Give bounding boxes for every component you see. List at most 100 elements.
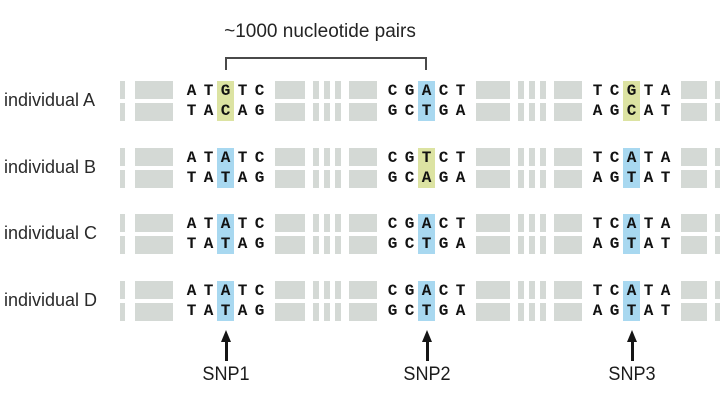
nucleotide: C: [609, 214, 620, 233]
dna-spacer-segment: [540, 213, 546, 254]
dna-segment-bar: [275, 213, 305, 232]
dna-segment-bar: [313, 102, 319, 121]
dna-spacer-segment: [335, 213, 341, 254]
nucleotide: A: [203, 168, 214, 187]
nucleotide: T: [203, 148, 214, 167]
nucleotide: A: [186, 81, 197, 100]
dna-spacer-segment: [554, 147, 582, 188]
nucleotide: A: [660, 214, 671, 233]
dna-segment-bar: [313, 280, 319, 299]
nucleotide: T: [203, 81, 214, 100]
individual-label: individual C: [4, 223, 98, 243]
dna-segment-bar: [324, 102, 330, 121]
nucleotide: G: [254, 234, 265, 253]
nucleotide: A: [220, 281, 231, 300]
up-arrow-icon: [220, 330, 231, 342]
dna-segment-bar: [529, 169, 535, 188]
dna-spacer-segment: [120, 80, 125, 121]
dna-segment-bar: [518, 235, 524, 254]
nucleotide: A: [455, 168, 466, 187]
nucleotide: G: [254, 101, 265, 120]
dna-segment-bar: [335, 213, 341, 232]
dna-spacer-segment: [135, 213, 173, 254]
dna-spacer-segment: [120, 147, 125, 188]
nucleotide: A: [660, 81, 671, 100]
dna-spacer-segment: [681, 280, 707, 321]
snp-highlight: [418, 213, 435, 254]
nucleotide: A: [592, 234, 603, 253]
snp-highlight: [623, 147, 640, 188]
dna-segment-bar: [275, 280, 305, 299]
nucleotide: G: [387, 301, 398, 320]
nucleotide: C: [404, 101, 415, 120]
dna-spacer-segment: [324, 147, 330, 188]
nucleotide: T: [592, 81, 603, 100]
up-arrow-icon: [421, 330, 432, 342]
dna-segment-bar: [518, 213, 524, 232]
dna-spacer-segment: [554, 280, 582, 321]
nucleotide: G: [404, 281, 415, 300]
dna-spacer-segment: [135, 280, 173, 321]
nucleotide: T: [626, 168, 637, 187]
nucleotide: A: [643, 101, 654, 120]
nucleotide: T: [421, 234, 432, 253]
nucleotide: A: [455, 101, 466, 120]
nucleotide: G: [387, 168, 398, 187]
dna-spacer-segment: [476, 280, 510, 321]
nucleotide: A: [643, 168, 654, 187]
nucleotide: G: [609, 301, 620, 320]
individual-label: individual B: [4, 157, 97, 177]
nucleotide: C: [438, 281, 449, 300]
dna-spacer-segment: [324, 80, 330, 121]
dna-segment-bar: [349, 302, 377, 321]
dna-segment-bar: [135, 235, 173, 254]
nucleotide: G: [220, 81, 231, 100]
up-arrow-icon: [626, 330, 637, 342]
nucleotide: T: [421, 101, 432, 120]
snp-highlight: [418, 280, 435, 321]
nucleotide: A: [626, 214, 637, 233]
nucleotide: C: [220, 101, 231, 120]
dna-segment-bar: [349, 235, 377, 254]
dna-segment-bar: [540, 213, 546, 232]
nucleotide: A: [626, 148, 637, 167]
nucleotide: A: [643, 301, 654, 320]
nucleotide: G: [387, 101, 398, 120]
dna-segment-bar: [120, 213, 125, 232]
dna-spacer-segment: [313, 280, 319, 321]
nucleotide: G: [626, 81, 637, 100]
nucleotide: C: [387, 281, 398, 300]
dna-spacer-segment: [476, 213, 510, 254]
dna-segment-bar: [135, 102, 173, 121]
nucleotide: T: [660, 234, 671, 253]
nucleotide: A: [592, 168, 603, 187]
nucleotide: T: [220, 234, 231, 253]
nucleotide: A: [220, 214, 231, 233]
dna-spacer-segment: [518, 280, 524, 321]
nucleotide: A: [643, 234, 654, 253]
dna-segment-bar: [335, 280, 341, 299]
dna-segment-bar: [120, 80, 125, 99]
dna-segment-bar: [540, 147, 546, 166]
nucleotide: T: [421, 148, 432, 167]
dna-segment-bar: [554, 302, 582, 321]
dna-segment-bar: [715, 213, 720, 232]
dna-segment-bar: [135, 169, 173, 188]
nucleotide: G: [254, 301, 265, 320]
dna-segment-bar: [540, 169, 546, 188]
dna-spacer-segment: [349, 280, 377, 321]
dna-segment-bar: [529, 80, 535, 99]
nucleotide: C: [254, 81, 265, 100]
dna-segment-bar: [120, 102, 125, 121]
dna-spacer-segment: [554, 213, 582, 254]
nucleotide: T: [186, 301, 197, 320]
dna-spacer-segment: [554, 80, 582, 121]
snp-highlight: [623, 280, 640, 321]
